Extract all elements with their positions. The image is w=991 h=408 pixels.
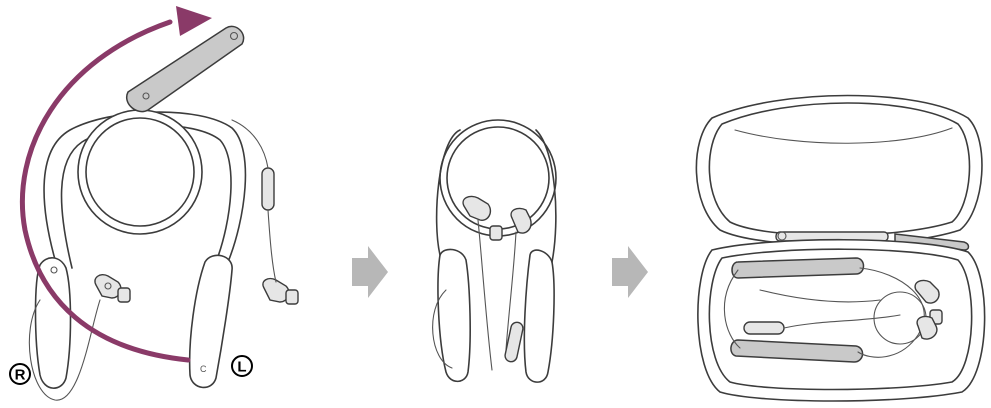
right-label: R: [15, 367, 26, 384]
step-arrow-1: [352, 246, 388, 298]
svg-text:C: C: [200, 364, 207, 374]
left-earbud: [263, 279, 298, 304]
case-lid: [696, 96, 982, 246]
remote-control: [262, 168, 274, 210]
panel-folded: [433, 120, 556, 382]
right-earbud: [95, 275, 130, 302]
panel-rotate: C R: [10, 6, 298, 400]
panel-case: [696, 96, 984, 402]
left-housing-folded: [524, 250, 554, 382]
left-marker: L: [232, 356, 252, 376]
left-housing: C: [190, 255, 232, 387]
stored-housing-top: [732, 258, 864, 278]
right-marker: R: [10, 364, 30, 384]
stored-remote: [744, 322, 784, 334]
left-label: L: [237, 359, 246, 376]
step-arrow-2: [612, 246, 648, 298]
